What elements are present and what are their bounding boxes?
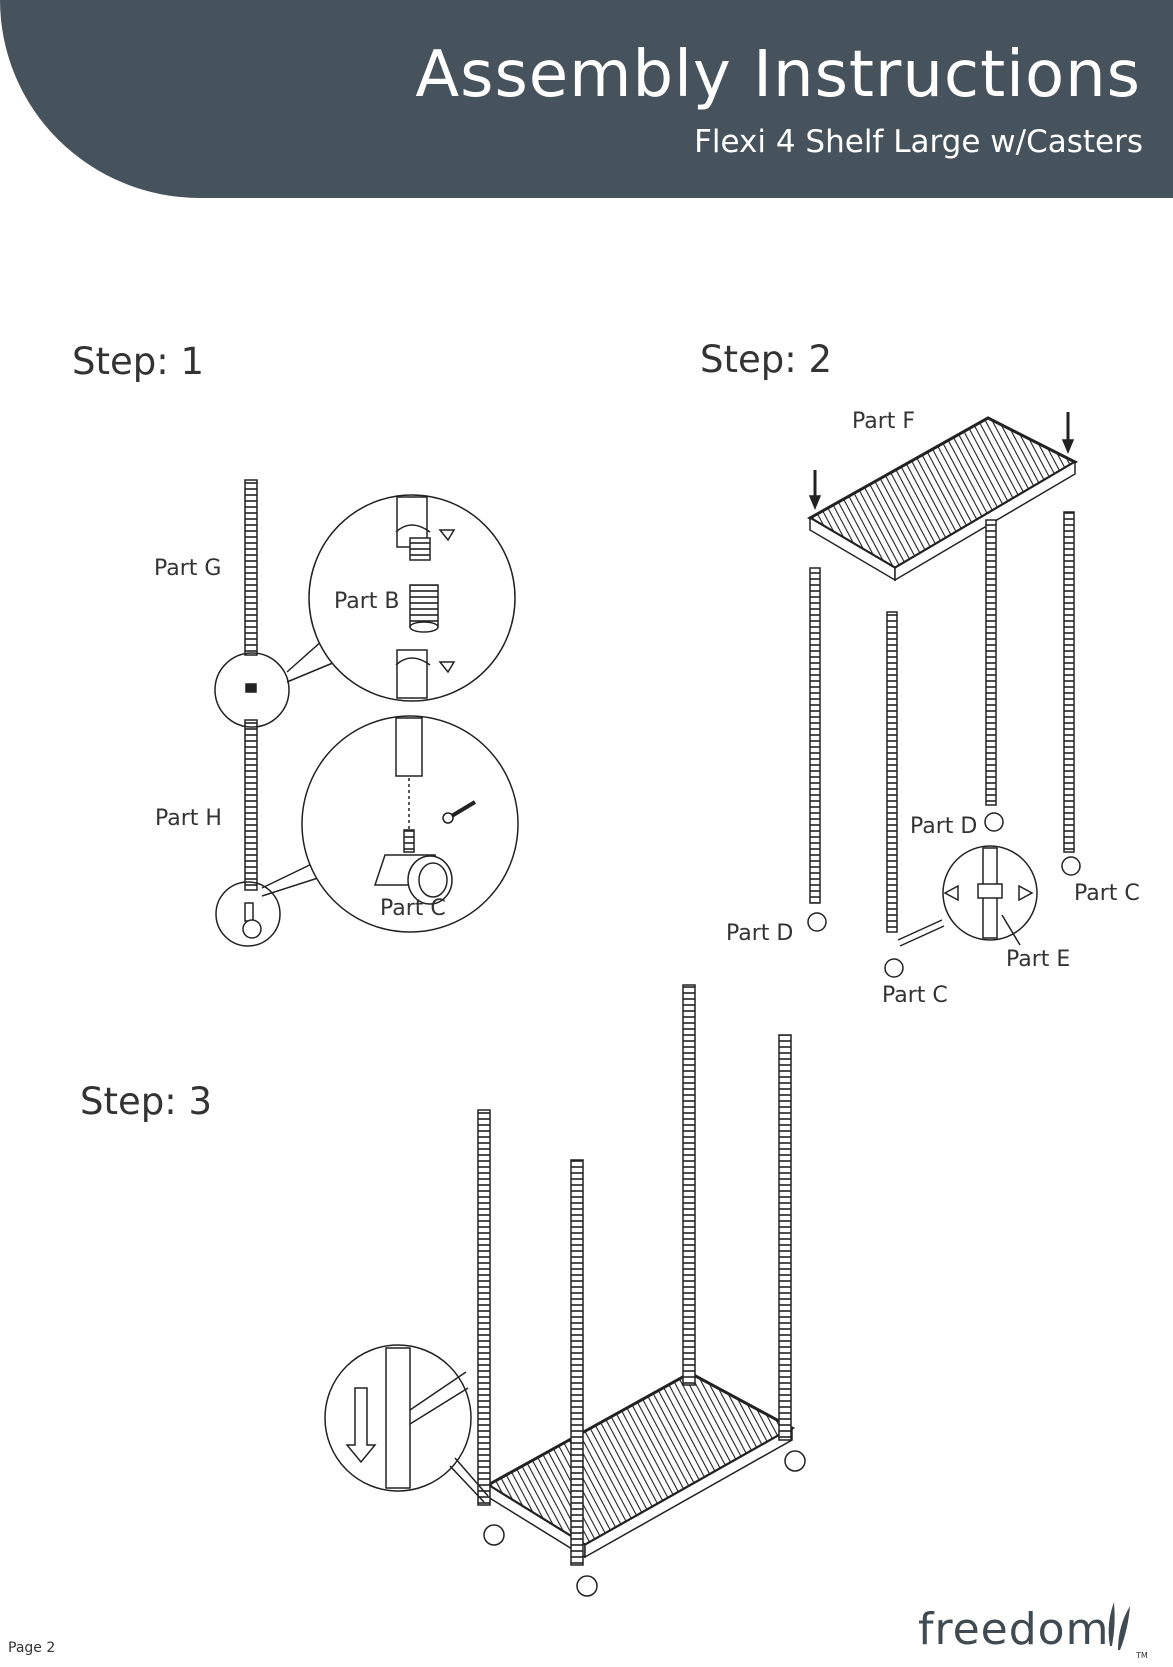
step-3-illustration xyxy=(324,984,806,1597)
step-1-title: Step: 1 xyxy=(72,340,205,383)
pole-step3-b xyxy=(570,1159,584,1566)
label-part-h: Part H xyxy=(155,806,222,831)
zoom-circle-part-c xyxy=(301,715,519,933)
pole-step2-a xyxy=(809,567,821,904)
label-part-f: Part F xyxy=(852,409,915,434)
pole-part-g xyxy=(244,479,258,656)
step-2-illustration xyxy=(806,412,1081,978)
label-part-d-right: Part D xyxy=(910,814,977,839)
pole-step2-b xyxy=(886,611,898,933)
label-part-b: Part B xyxy=(334,589,400,614)
label-part-c-right: Part C xyxy=(1074,881,1140,906)
detail-circle-caster xyxy=(215,881,281,947)
header-banner: Assembly Instructions Flexi 4 Shelf Larg… xyxy=(0,0,1173,198)
label-part-c-step1: Part C xyxy=(380,896,446,921)
step-1-illustration xyxy=(214,479,519,947)
step-3-title: Step: 3 xyxy=(80,1080,213,1123)
brand-leaf-icon xyxy=(1108,1602,1130,1650)
pole-step2-c xyxy=(985,519,997,806)
pole-step3-d xyxy=(778,1034,792,1441)
page-number: Page 2 xyxy=(8,1640,56,1656)
label-part-g: Part G xyxy=(154,556,221,581)
label-part-c-bottom: Part C xyxy=(882,983,948,1008)
pole-step3-c xyxy=(682,984,696,1386)
pole-step3-a xyxy=(477,1109,491,1506)
pole-step2-d xyxy=(1063,511,1075,853)
page-subtitle: Flexi 4 Shelf Large w/Casters xyxy=(694,124,1143,160)
detail-circle-connector xyxy=(214,652,290,728)
brand-wordmark: freedom xyxy=(918,1604,1110,1655)
pole-part-h xyxy=(244,719,258,891)
trademark-mark: TM xyxy=(1136,1651,1148,1660)
label-part-e: Part E xyxy=(1006,947,1070,972)
step-2-title: Step: 2 xyxy=(700,338,833,381)
label-part-d-left: Part D xyxy=(726,921,793,946)
page-title: Assembly Instructions xyxy=(415,38,1141,112)
